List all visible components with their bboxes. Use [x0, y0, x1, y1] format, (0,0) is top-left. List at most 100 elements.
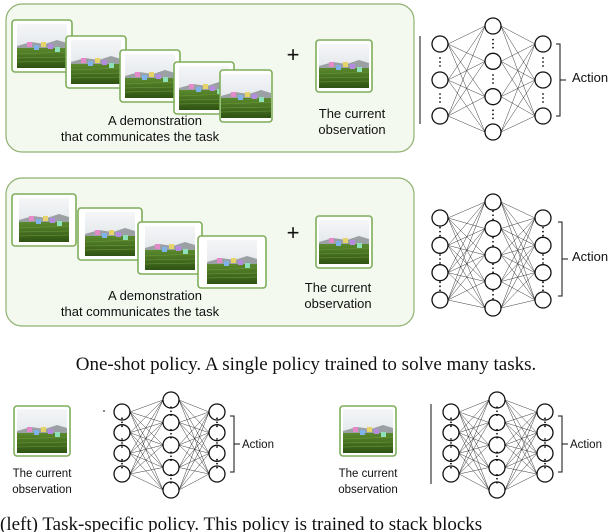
neuron-node	[484, 52, 502, 70]
ellipsis-dot	[496, 436, 498, 439]
neuron-node	[534, 264, 552, 282]
ellipsis-dot	[542, 97, 544, 99]
bottom-right-obs-label-line2: observation	[338, 484, 397, 496]
neuron-node	[162, 391, 180, 409]
demo-label-line2: that communicates the task	[61, 129, 220, 144]
ellipsis-dot	[450, 446, 452, 448]
obs-label-line1: The current	[319, 106, 386, 121]
ellipsis-dot	[496, 477, 498, 480]
ellipsis-dot	[121, 462, 123, 465]
ellipsis-dot	[496, 428, 498, 431]
neuron-node	[488, 436, 506, 454]
neuron-node	[431, 264, 449, 282]
neuron-node	[113, 444, 131, 462]
ellipsis-dot	[492, 113, 494, 116]
policy-network-bottom-right	[430, 391, 568, 499]
bottom-left-observation-image	[13, 405, 71, 457]
neuron-node	[484, 193, 502, 211]
neuron-node	[431, 35, 449, 53]
obs-label-line1: The current	[305, 280, 372, 295]
demo-label-line2: that communicates the task	[61, 304, 220, 319]
ellipsis-dot	[542, 262, 544, 264]
ellipsis-dot	[492, 297, 494, 300]
ellipsis-dot	[170, 477, 172, 480]
neuron-node	[536, 465, 554, 483]
ellipsis-dot	[544, 462, 546, 465]
ellipsis-dot	[542, 258, 544, 260]
ellipsis-dot	[216, 462, 218, 465]
neuron-node	[208, 444, 226, 462]
ellipsis-dot	[496, 406, 498, 409]
ellipsis-dot	[544, 417, 546, 420]
ellipsis-dot	[544, 438, 546, 440]
ellipsis-dot	[492, 271, 494, 274]
neuron-node	[162, 413, 180, 432]
ellipsis-dot	[492, 244, 494, 247]
ellipsis-dot	[492, 210, 494, 213]
caption-task-specific: (left) Task-specific policy. This policy…	[0, 514, 482, 532]
ellipsis-dot	[121, 466, 123, 469]
network-connections	[447, 201, 536, 309]
neuron-node	[536, 403, 554, 421]
ellipsis-dot	[492, 46, 494, 49]
ellipsis-dot	[544, 425, 546, 428]
neuron-node	[431, 209, 449, 227]
neuron-node	[162, 436, 180, 454]
ellipsis-dot	[216, 425, 218, 428]
ellipsis-dot	[544, 446, 546, 448]
ellipsis-dot	[492, 42, 494, 45]
bottom-right-observation-image	[339, 405, 397, 457]
neuron-node	[534, 209, 552, 227]
output-bracket	[558, 221, 563, 297]
neuron-node	[534, 236, 552, 254]
neuron-node	[113, 424, 131, 442]
ellipsis-dot	[121, 446, 123, 448]
ellipsis-dot	[170, 410, 172, 413]
ellipsis-dot	[542, 101, 544, 103]
network-connections	[447, 25, 536, 133]
ellipsis-dot	[170, 481, 172, 484]
ellipsis-dot	[542, 285, 544, 288]
ellipsis-dot	[492, 289, 494, 292]
ellipsis-dot	[492, 267, 494, 270]
ellipsis-dot	[439, 258, 441, 260]
demo-label-line1: A demonstration	[108, 113, 202, 128]
ellipsis-dot	[170, 432, 172, 435]
demo-panel-1: A demonstration that communicates the ta…	[5, 3, 415, 153]
ellipsis-dot	[439, 234, 441, 237]
current-observation-image	[315, 39, 373, 93]
ellipsis-dot	[542, 61, 544, 63]
ellipsis-dot	[170, 414, 172, 417]
action-label-1: Action	[572, 70, 608, 85]
neuron-node	[484, 299, 502, 317]
neuron-node	[488, 458, 506, 477]
neuron-node	[442, 465, 460, 483]
ellipsis-dot	[450, 438, 452, 440]
neuron-node	[488, 391, 506, 409]
ellipsis-dot	[216, 446, 218, 448]
ellipsis-dot	[492, 109, 494, 112]
neuron-node	[113, 465, 131, 483]
ellipsis-dot	[121, 442, 123, 444]
ellipsis-dot	[492, 214, 494, 217]
ellipsis-dot	[544, 466, 546, 469]
neuron-node	[484, 17, 502, 35]
ellipsis-dot	[492, 293, 494, 296]
ellipsis-dot	[439, 97, 441, 99]
ellipsis-dot	[170, 428, 172, 431]
neuron-node	[431, 291, 449, 309]
ellipsis-dot	[121, 458, 123, 461]
obs-label-line2: observation	[304, 296, 371, 311]
network-connections	[458, 399, 538, 491]
neuron-node	[208, 424, 226, 442]
bottom-right-obs-label-line1: The current	[339, 468, 399, 480]
ellipsis-dot	[544, 421, 546, 424]
ellipsis-dot	[170, 451, 172, 454]
ellipsis-dot	[544, 442, 546, 444]
ellipsis-dot	[121, 417, 123, 420]
bottom-left-obs-label-line2: observation	[12, 484, 71, 496]
ellipsis-dot	[216, 466, 218, 469]
neuron-node	[484, 123, 502, 141]
ellipsis-dot	[439, 254, 441, 256]
ellipsis-dot	[450, 425, 452, 428]
